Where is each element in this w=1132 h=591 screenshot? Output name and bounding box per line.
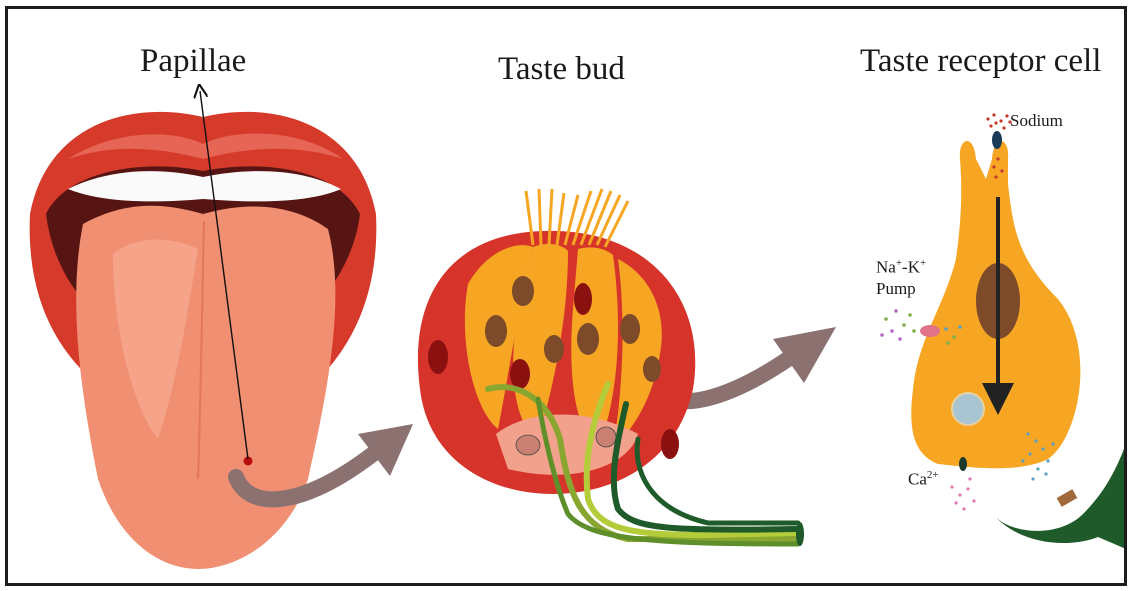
diagram-frame: Papillae Taste bud Taste receptor cell S…: [5, 6, 1127, 586]
mouth-illustration: [30, 91, 377, 569]
k-superscript: +: [920, 257, 926, 269]
calcium-channel: [959, 457, 967, 471]
taste-receptor-cell-title: Taste receptor cell: [860, 43, 1101, 80]
na-k-label: Na+-K+: [876, 257, 926, 278]
papillae-title: Papillae: [140, 43, 246, 80]
k-text: -K: [902, 258, 920, 277]
calcium-ions: [950, 477, 975, 510]
ca-label: Ca2+: [908, 469, 939, 490]
pump-label: Pump: [876, 279, 916, 299]
taste-bud-illustration: [418, 189, 804, 546]
vesicle: [952, 393, 984, 425]
ca-superscript: 2+: [927, 469, 939, 481]
na-text: Na: [876, 258, 896, 277]
sodium-label: Sodium: [1010, 111, 1063, 131]
illustration-canvas: [8, 9, 1127, 586]
taste-bud-title: Taste bud: [498, 51, 625, 88]
ca-text: Ca: [908, 470, 927, 489]
na-k-pump: [920, 325, 940, 337]
